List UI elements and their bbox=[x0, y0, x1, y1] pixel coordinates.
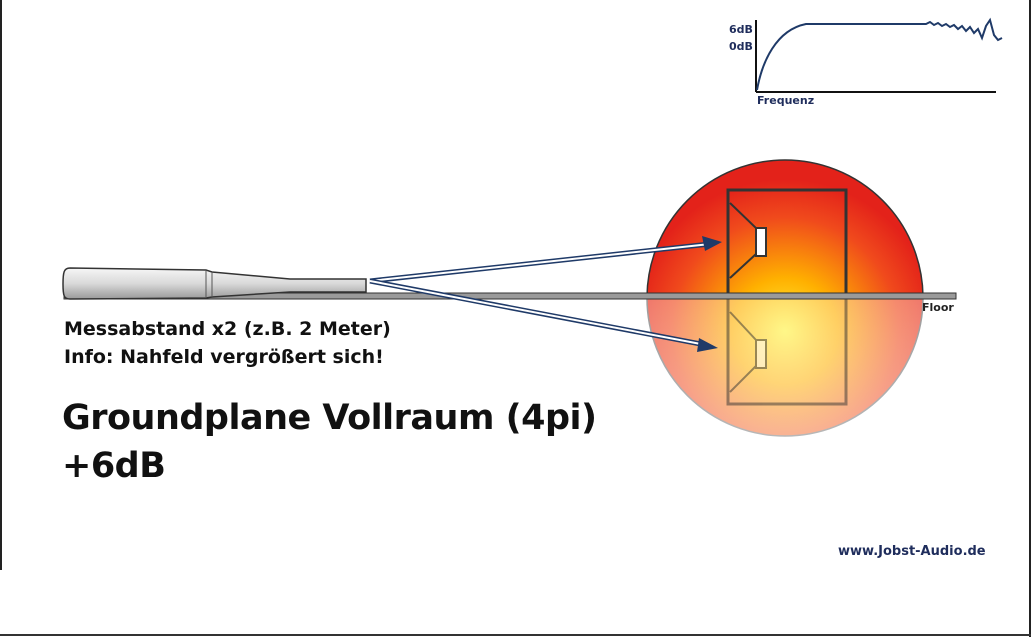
frequency-response-chart: 6dB 0dB Frequenz bbox=[729, 17, 1003, 107]
reflected-sound-arrow bbox=[369, 278, 718, 352]
frame-left-border bbox=[0, 0, 2, 570]
headline-title: Groundplane Vollraum (4pi) bbox=[62, 398, 597, 438]
radiation-sphere-reflection bbox=[640, 296, 930, 446]
chart-tick-0db: 0dB bbox=[729, 40, 753, 53]
direct-arrowhead-icon bbox=[702, 236, 722, 251]
headline-gain: +6dB bbox=[62, 446, 166, 486]
floor-label: Floor bbox=[922, 301, 954, 314]
direct-sound-arrow bbox=[369, 236, 722, 284]
footer-url: www.Jobst-Audio.de bbox=[838, 544, 986, 559]
chart-tick-6db: 6dB bbox=[729, 23, 753, 36]
chart-response-curve bbox=[756, 17, 1003, 91]
chart-x-label: Frequenz bbox=[757, 94, 814, 107]
frame-bottom-border bbox=[0, 634, 1031, 636]
measurement-distance-text: Messabstand x2 (z.B. 2 Meter) bbox=[64, 318, 391, 340]
frame-right-border bbox=[1029, 0, 1031, 637]
measurement-microphone bbox=[62, 267, 367, 300]
reflected-arrowhead-icon bbox=[697, 338, 718, 352]
nearfield-info-text: Info: Nahfeld vergrößert sich! bbox=[64, 346, 384, 368]
speaker-driver-icon bbox=[755, 227, 767, 257]
radiation-sphere-upper bbox=[646, 159, 924, 296]
